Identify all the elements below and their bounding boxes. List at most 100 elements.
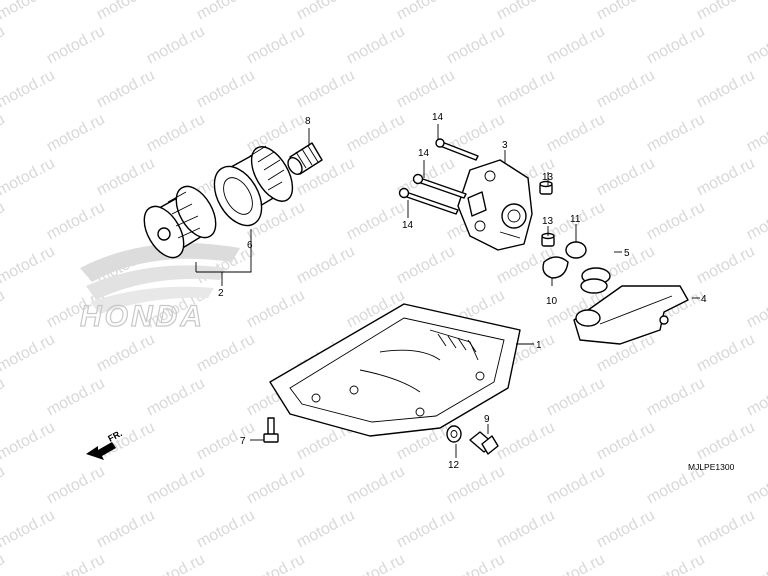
watermark-text: motod.ru	[694, 0, 758, 24]
watermark-text: motod.ru	[144, 23, 208, 68]
watermark-text: motod.ru	[44, 111, 108, 156]
watermark-text: motod.ru	[244, 23, 308, 68]
leader-lines	[195, 124, 700, 458]
callout-13-top: 13	[542, 172, 554, 183]
part-9-drain-bolt	[469, 431, 499, 455]
watermark-text: motod.ru	[44, 23, 108, 68]
watermark-text: motod.ru	[144, 551, 208, 576]
watermark-text: motod.ru	[694, 155, 758, 200]
watermark-text: motod.ru	[294, 0, 358, 24]
watermark-text: motod.ru	[594, 0, 658, 24]
callout-3: 3	[502, 140, 508, 151]
watermark-text: motod.ru	[0, 419, 58, 464]
callout-6: 6	[247, 240, 253, 251]
watermark-text: motod.ru	[244, 551, 308, 576]
watermark-text: motod.ru	[694, 419, 758, 464]
watermark-text: motod.ru	[44, 375, 108, 420]
watermark-text: motod.ru	[94, 419, 158, 464]
callout-8: 8	[305, 116, 311, 127]
watermark-text: motod.ru	[394, 507, 458, 552]
watermark-text: motod.ru	[0, 67, 58, 112]
watermark-text: motod.ru	[594, 507, 658, 552]
part-8-nipple	[287, 142, 323, 175]
watermark-text: motod.ru	[44, 551, 108, 576]
watermark-text: motod.ru	[194, 331, 258, 376]
watermark-text: motod.ru	[644, 199, 708, 244]
watermark-text: motod.ru	[344, 463, 408, 508]
watermark-text: motod.ru	[744, 23, 768, 68]
watermark-text: motod.ru	[144, 375, 208, 420]
callout-12: 12	[448, 460, 460, 471]
watermark-text: motod.ru	[694, 243, 758, 288]
watermark-text: motod.ru	[44, 463, 108, 508]
watermark-text: motod.ru	[594, 419, 658, 464]
part-5-seal	[580, 267, 611, 294]
watermark-text: motod.ru	[494, 507, 558, 552]
callout-14-bottom: 14	[402, 220, 414, 231]
watermark-text: motod.ru	[744, 463, 768, 508]
watermark-text: motod.ru	[94, 331, 158, 376]
watermark-text: motod.ru	[544, 23, 608, 68]
part-6-oil-filter	[213, 145, 294, 227]
watermark-text: motod.ru	[544, 111, 608, 156]
watermark-text: motod.ru	[744, 375, 768, 420]
watermark-text: motod.ru	[0, 111, 8, 156]
callout-13-bottom: 13	[542, 216, 554, 227]
watermark-text: motod.ru	[694, 331, 758, 376]
part-12-washer	[446, 425, 462, 443]
watermark-text: motod.ru	[194, 0, 258, 24]
callout-5: 5	[624, 248, 630, 259]
watermark-text: motod.ru	[394, 67, 458, 112]
watermark-text: motod.ru	[344, 199, 408, 244]
callout-4: 4	[701, 294, 707, 305]
watermark-text: motod.ru	[744, 199, 768, 244]
watermark-text: motod.ru	[444, 551, 508, 576]
watermark-text: motod.ru	[294, 243, 358, 288]
callout-11: 11	[570, 214, 581, 225]
watermark-text: motod.ru	[94, 155, 158, 200]
watermark-text: motod.ru	[344, 551, 408, 576]
watermark-text: motod.ru	[594, 67, 658, 112]
part-11-o-ring	[565, 241, 587, 259]
part-3-oil-pump	[457, 159, 533, 251]
watermark-text: motod.ru	[44, 199, 108, 244]
callout-7: 7	[240, 436, 246, 447]
watermark-text: motod.ru	[544, 551, 608, 576]
watermark-text: motod.ru	[744, 551, 768, 576]
watermark-text: motod.ru	[0, 155, 58, 200]
watermark-text: motod.ru	[544, 463, 608, 508]
watermark-text: motod.ru	[144, 463, 208, 508]
watermark-text: motod.ru	[244, 463, 308, 508]
part-2-oil-filter	[143, 185, 217, 259]
callout-2: 2	[218, 288, 224, 299]
watermark-text: motod.ru	[194, 419, 258, 464]
watermark-text: motod.ru	[0, 199, 8, 244]
callout-14-middle: 14	[418, 148, 430, 159]
callout-14-top: 14	[432, 112, 444, 123]
part-4-strainer	[573, 285, 689, 345]
part-7-bolt	[263, 417, 279, 443]
watermark-text: motod.ru	[294, 67, 358, 112]
watermark-text: motod.ru	[0, 0, 58, 24]
watermark-text: motod.ru	[394, 243, 458, 288]
watermark-text: motod.ru	[0, 23, 8, 68]
watermark-text: motod.ru	[0, 463, 8, 508]
watermark-text: motod.ru	[694, 507, 758, 552]
part-10-gasket	[542, 256, 569, 279]
watermark-text: motod.ru	[644, 375, 708, 420]
watermark-text: motod.ru	[494, 67, 558, 112]
watermark-text: motod.ru	[94, 507, 158, 552]
part-14-bolts	[398, 138, 479, 215]
watermark-text: motod.ru	[144, 111, 208, 156]
watermark-text: motod.ru	[0, 375, 8, 420]
watermark-text: motod.ru	[644, 23, 708, 68]
watermark-text: motod.ru	[244, 111, 308, 156]
callout-9: 9	[484, 414, 490, 425]
watermark-text: motod.ru	[194, 507, 258, 552]
callout-10: 10	[546, 296, 558, 307]
honda-logo-text: HONDA	[80, 300, 205, 333]
watermark-text: motod.ru	[0, 551, 8, 576]
watermark-text: motod.ru	[94, 67, 158, 112]
watermark-text: motod.ru	[194, 67, 258, 112]
